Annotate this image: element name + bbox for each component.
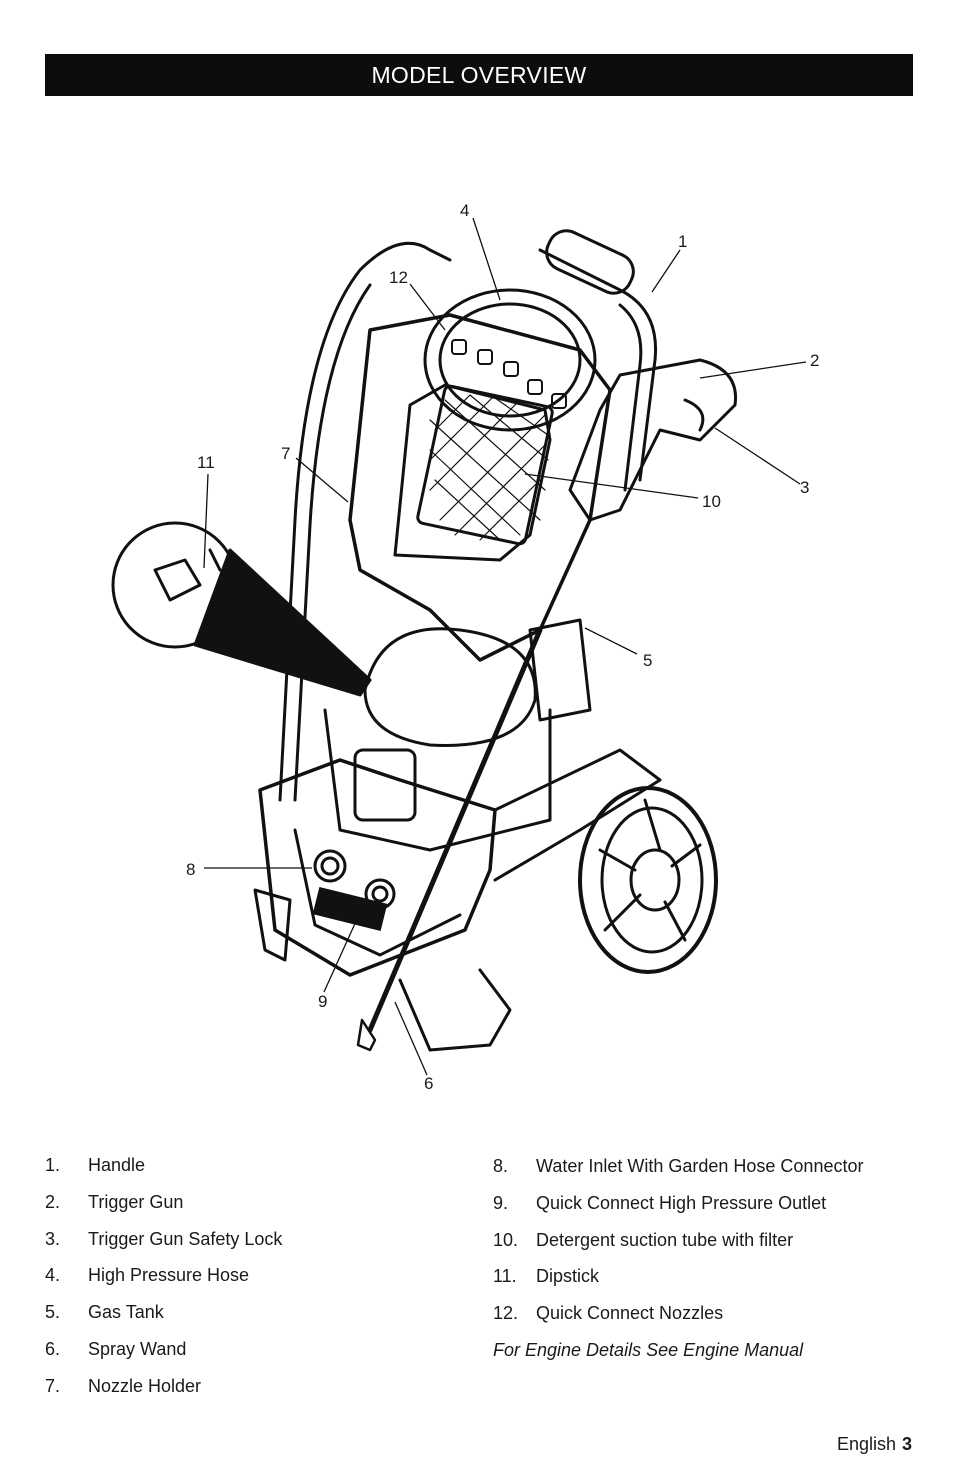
list-item: 9.Quick Connect High Pressure Outlet — [493, 1192, 827, 1213]
section-title-bar: MODEL OVERVIEW — [45, 54, 913, 96]
pressure-washer-illustration: 1 2 3 4 5 6 7 8 9 10 11 12 — [100, 190, 880, 1100]
list-item: 12.Quick Connect Nozzles — [493, 1303, 724, 1324]
callout-9: 9 — [318, 992, 327, 1011]
callout-2: 2 — [810, 351, 819, 370]
list-item: 7.Nozzle Holder — [45, 1375, 202, 1396]
callout-12: 12 — [389, 268, 408, 287]
line-drawing: 1 2 3 4 5 6 7 8 9 10 11 12 — [111, 201, 819, 1093]
callout-11: 11 — [197, 453, 215, 472]
list-item: 1.Handle — [45, 1155, 146, 1175]
list-item: 2.Trigger Gun — [45, 1191, 184, 1212]
list-item: 4.High Pressure Hose — [45, 1265, 250, 1286]
callout-8: 8 — [186, 860, 195, 879]
list-item: 6.Spray Wand — [45, 1338, 187, 1359]
list-item: 10.Detergent suction tube with filter — [493, 1229, 794, 1250]
callout-5: 5 — [643, 651, 652, 670]
list-item: 11.Dipstick — [493, 1266, 600, 1287]
callout-7: 7 — [281, 444, 290, 463]
parts-column-left: 1.Handle 2.Trigger Gun 3.Trigger Gun Saf… — [45, 1155, 475, 1413]
page-title: MODEL OVERVIEW — [371, 61, 587, 88]
callout-4: 4 — [460, 201, 469, 220]
page-number: 3 — [901, 1434, 912, 1454]
list-item: 3.Trigger Gun Safety Lock — [45, 1228, 283, 1249]
parts-column-right: 8.Water Inlet With Garden Hose Connector… — [493, 1156, 923, 1361]
callout-10: 10 — [702, 492, 721, 511]
callout-6: 6 — [424, 1074, 433, 1093]
footer-language: English — [836, 1434, 896, 1454]
list-item: 8.Water Inlet With Garden Hose Connector — [493, 1156, 864, 1176]
brand-label — [312, 886, 388, 932]
list-item: 5.Gas Tank — [45, 1302, 164, 1323]
callout-3: 3 — [800, 478, 809, 497]
engine-manual-note: For Engine Details See Engine Manual — [493, 1339, 804, 1360]
callout-1: 1 — [678, 232, 687, 251]
